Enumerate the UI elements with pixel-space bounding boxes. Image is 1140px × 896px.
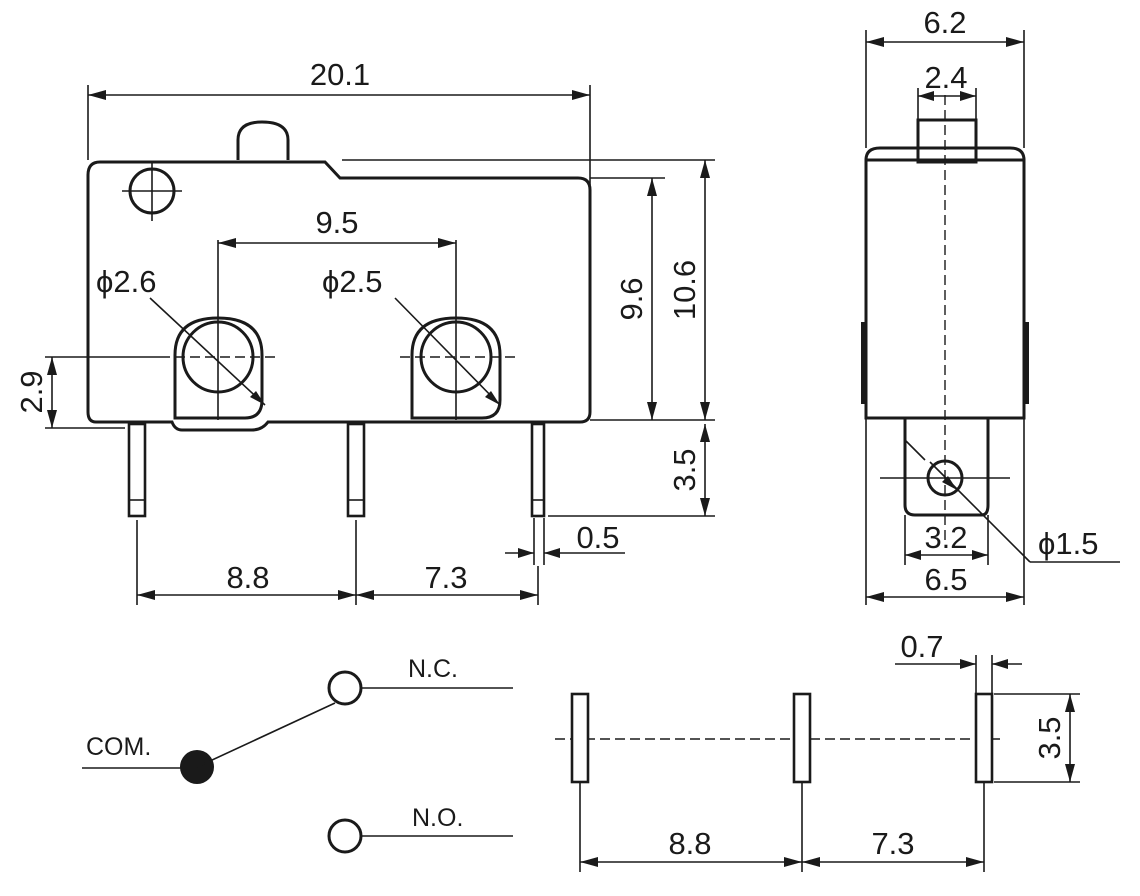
dim-pin-pitch-right: 7.3	[424, 560, 467, 595]
com-label: COM.	[86, 733, 151, 761]
hole1-boss	[173, 316, 264, 420]
footprint-pad-1	[570, 692, 590, 784]
switch-schematic: COM. N.C. N.O.	[82, 655, 513, 854]
dim-pin-hole-diameter: ϕ1.5	[1038, 526, 1098, 561]
dim-body-height: 9.6	[614, 277, 649, 320]
side-pin	[903, 418, 990, 517]
nc-terminal	[327, 670, 363, 706]
dim-side-width: 6.2	[923, 5, 966, 40]
pcb-footprint: 0.7 3.5 8.8 7.3	[555, 629, 1080, 872]
switch-body	[86, 160, 592, 432]
dim-actuator-width: 2.4	[924, 60, 967, 95]
nc-label: N.C.	[408, 655, 458, 683]
dim-pin-outer-width: 6.5	[924, 562, 967, 597]
dim-hole-pitch: 9.5	[315, 205, 358, 240]
side-actuator	[916, 118, 978, 164]
dim-body-length: 20.1	[310, 57, 370, 92]
pin-no	[530, 422, 546, 518]
front-view: 20.1 9.5 ϕ2.6 ϕ2.5 9.6 10.6 3.5 2.9	[14, 57, 715, 605]
dim-hole1-diameter: ϕ2.6	[96, 264, 156, 299]
no-label: N.O.	[412, 804, 463, 832]
dim-footprint-pin-width: 0.7	[900, 629, 943, 664]
dim-hole2-diameter: ϕ2.5	[322, 264, 382, 299]
pin-com	[127, 422, 147, 518]
dim-pin-pitch-left: 8.8	[226, 560, 269, 595]
dim-pin-length: 3.5	[667, 448, 702, 491]
dim-hole-offset: 2.9	[14, 370, 49, 413]
dim-footprint-pin-length: 3.5	[1032, 716, 1067, 759]
side-body	[864, 158, 1026, 420]
dim-pin-thickness: 0.5	[576, 520, 619, 555]
footprint-pad-3	[974, 692, 994, 784]
pin-nc	[346, 422, 366, 518]
dim-pin-inner-width: 3.2	[924, 520, 967, 555]
hole2-boss	[410, 316, 502, 420]
side-view: ϕ1.5 6.2 2.4 3.2 6.5	[861, 5, 1120, 605]
dim-footprint-pitch-left: 8.8	[668, 826, 711, 861]
dim-total-height: 10.6	[667, 260, 702, 320]
dim-footprint-pitch-right: 7.3	[871, 826, 914, 861]
actuator-button	[236, 120, 290, 160]
no-terminal	[327, 818, 363, 854]
footprint-pad-2	[792, 692, 812, 784]
